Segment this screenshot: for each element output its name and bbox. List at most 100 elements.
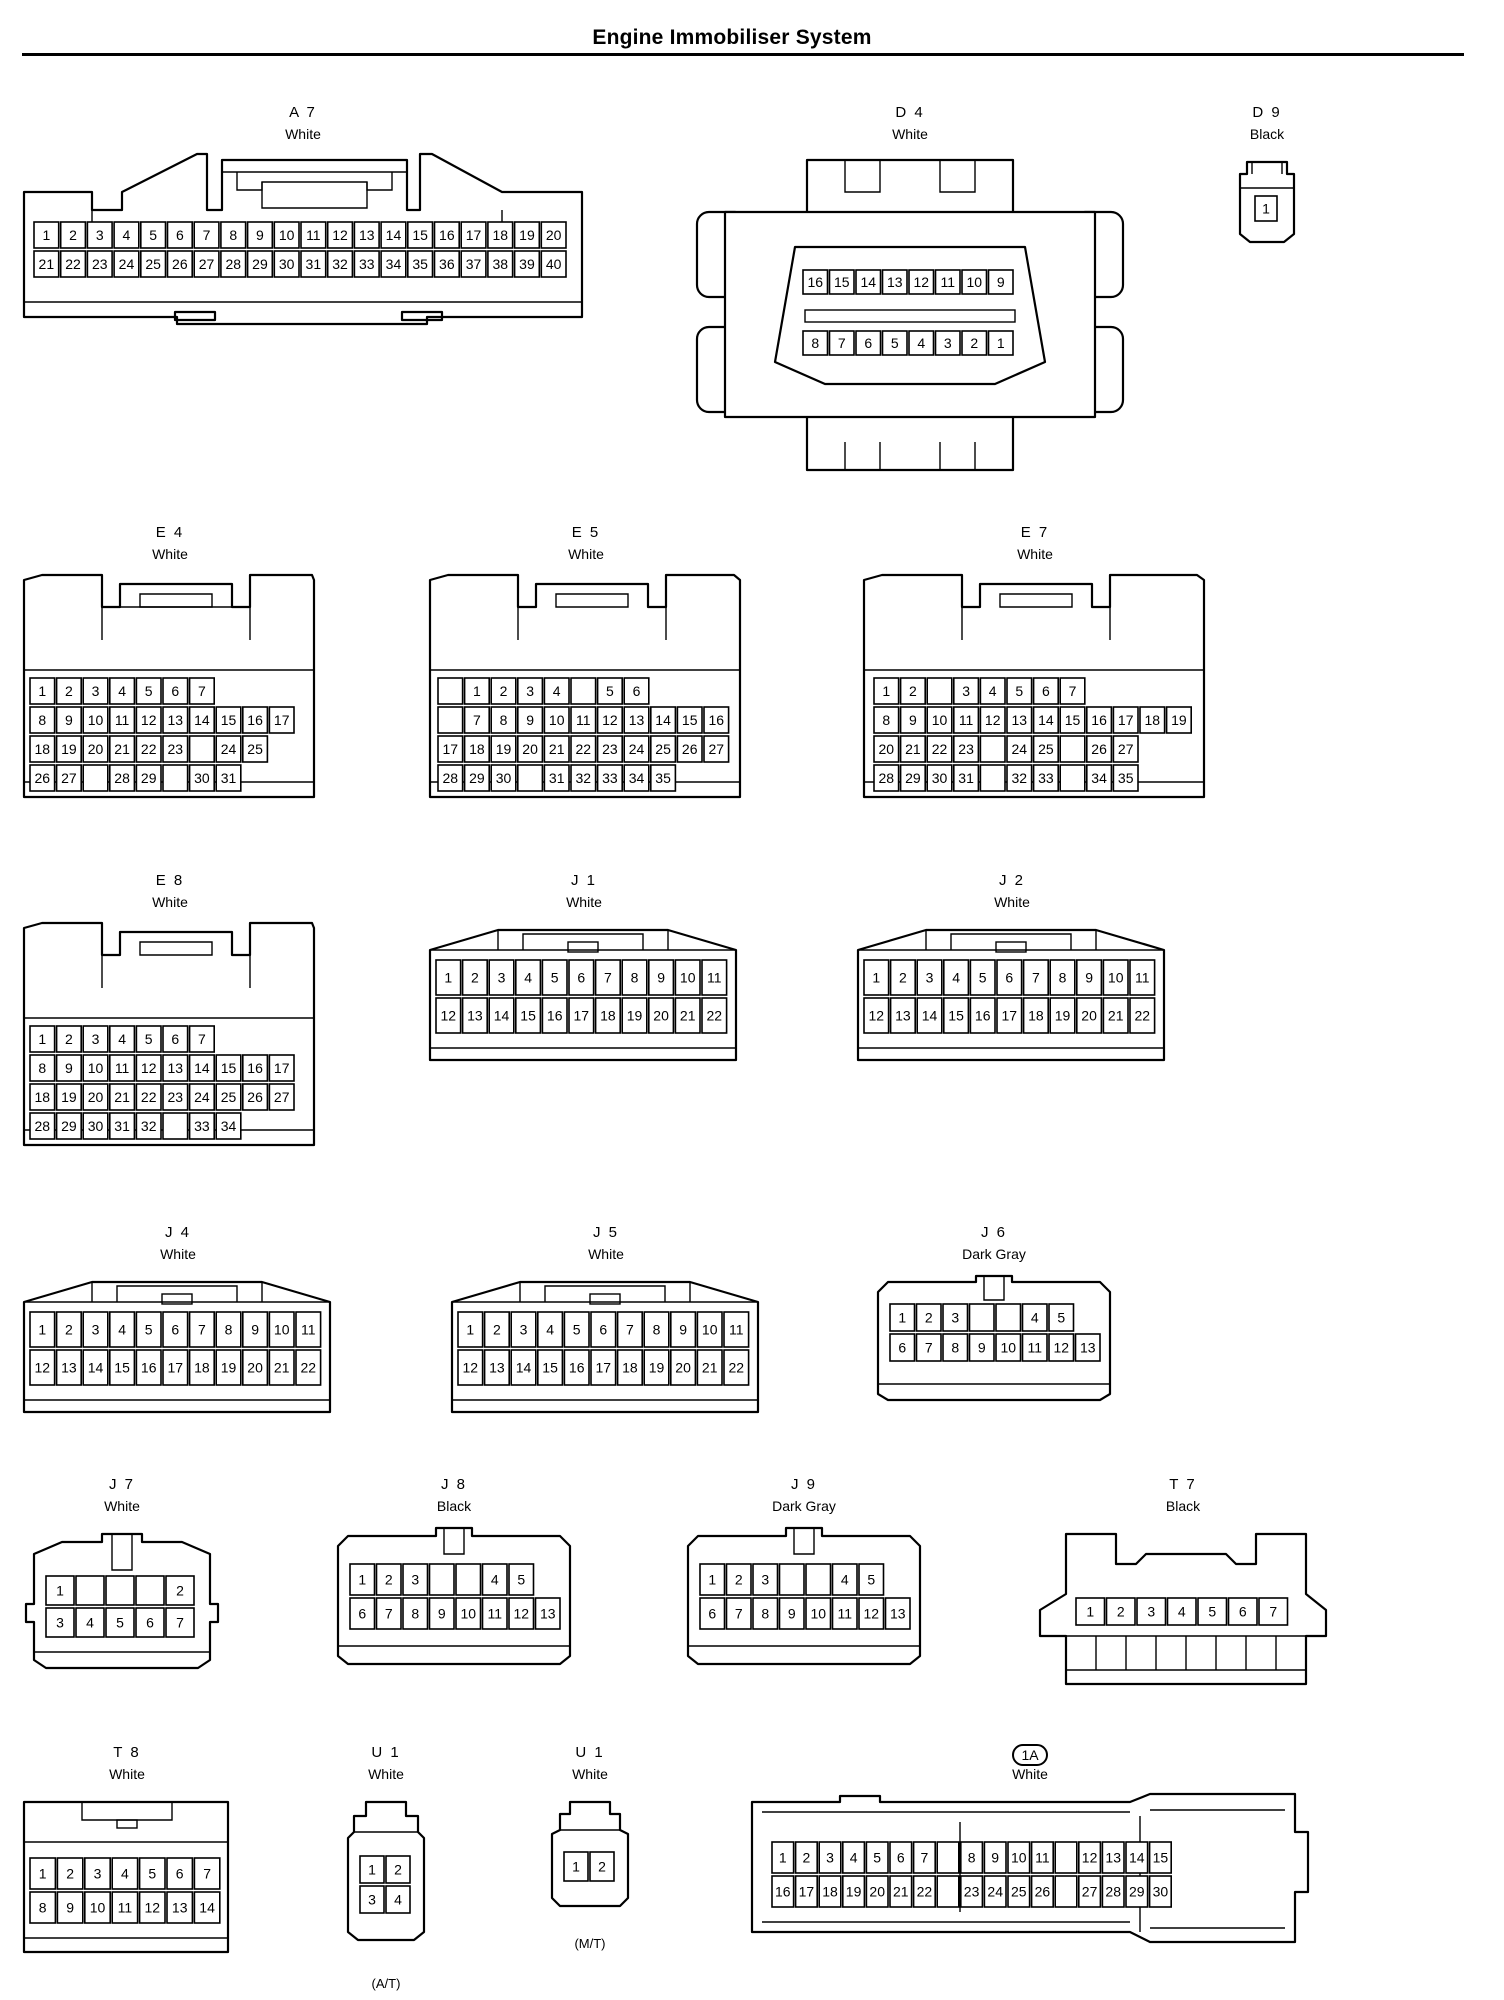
- pin-cavity: [463, 735, 490, 763]
- pin-cavity: [220, 221, 247, 249]
- pin-cavity: [29, 677, 56, 705]
- pin-cavity: [33, 250, 60, 278]
- connector-code: D 9: [1252, 104, 1282, 121]
- pin-number: 19: [1055, 1008, 1071, 1024]
- pin-cavity: [979, 677, 1006, 705]
- pin-number: 34: [1091, 770, 1107, 786]
- pin-number: 24: [1012, 741, 1028, 757]
- pin-cavity: [162, 706, 189, 734]
- pin-number: 30: [194, 770, 210, 786]
- pin-number: 3: [520, 1322, 528, 1338]
- pin-cavity: [86, 221, 113, 249]
- pin-number: 19: [627, 1008, 643, 1024]
- pin-number: 28: [35, 1118, 51, 1134]
- pin-cavity: [621, 997, 648, 1034]
- pin-cavity: [818, 1875, 842, 1908]
- pin-number: 6: [1042, 683, 1050, 699]
- empty-cavity: [437, 706, 464, 734]
- pin-cavity: [623, 735, 650, 763]
- pin-cavity: [1006, 764, 1033, 792]
- pin-cavity: [483, 1311, 510, 1348]
- pin-number: 12: [35, 1360, 51, 1376]
- connector-code: T 7: [1169, 1476, 1197, 1493]
- connector-color: Dark Gray: [962, 1246, 1026, 1262]
- pin-number: 16: [547, 1008, 563, 1024]
- pin-number: 7: [473, 712, 481, 728]
- pin-cavity: [455, 1597, 482, 1630]
- connector-note: (A/T): [371, 1976, 401, 1991]
- pin-cavity: [1077, 1875, 1102, 1908]
- pin-cavity: [135, 1311, 162, 1348]
- pin-number: 21: [274, 1360, 290, 1376]
- pin-number: 10: [810, 1606, 826, 1622]
- pin-number: 20: [869, 1884, 885, 1900]
- pin-number: 20: [88, 1089, 104, 1105]
- pin-number: 6: [633, 683, 641, 699]
- pin-number: 18: [492, 227, 508, 243]
- pin-number: 4: [1178, 1604, 1186, 1620]
- pin-cavity: [643, 1349, 670, 1386]
- pin-cavity: [699, 1563, 726, 1596]
- pin-number: 14: [860, 274, 876, 290]
- pin-cavity: [752, 1563, 779, 1596]
- pin-cavity: [380, 221, 407, 249]
- connector-code: E 5: [571, 524, 601, 541]
- pin-number: 21: [114, 741, 130, 757]
- pin-cavity: [828, 269, 855, 295]
- pin-cavity: [166, 250, 194, 278]
- pin-cavity: [1075, 1597, 1106, 1626]
- pin-number: 1: [38, 1322, 46, 1338]
- pin-number: 28: [1105, 1884, 1121, 1900]
- pin-cavity: [111, 1891, 139, 1924]
- pin-cavity: [109, 677, 136, 705]
- pin-number: 17: [799, 1884, 815, 1900]
- pin-cavity: [135, 1083, 162, 1111]
- pin-number: 40: [546, 256, 562, 272]
- pin-number: 8: [1059, 970, 1067, 986]
- pin-number: 7: [1032, 970, 1040, 986]
- pin-cavity: [1006, 706, 1033, 734]
- pin-number: 6: [171, 683, 179, 699]
- pin-cavity: [135, 706, 162, 734]
- pin-cavity: [1136, 1597, 1167, 1626]
- connector-color: White: [152, 546, 188, 562]
- pin-number: 1: [42, 227, 50, 243]
- pin-number: 4: [524, 970, 532, 986]
- pin-cavity: [353, 250, 380, 278]
- pin-number: 11: [1135, 970, 1150, 986]
- pin-number: 13: [489, 1360, 505, 1376]
- pin-cavity: [889, 959, 916, 996]
- pin-cavity: [899, 764, 926, 792]
- pin-cavity: [463, 764, 490, 792]
- pin-number: 10: [1108, 970, 1124, 986]
- pin-cavity: [842, 1875, 866, 1908]
- pin-cavity: [1059, 706, 1086, 734]
- pin-cavity: [589, 1851, 615, 1882]
- pin-number: 20: [653, 1008, 669, 1024]
- pin-cavity: [55, 1025, 82, 1053]
- pin-cavity: [1112, 706, 1139, 734]
- pin-number: 9: [65, 712, 73, 728]
- pin-cavity: [1166, 1597, 1197, 1626]
- pin-number: 5: [606, 683, 614, 699]
- pin-cavity: [1030, 1875, 1055, 1908]
- pin-cavity: [33, 221, 60, 249]
- pin-number: 13: [467, 1008, 483, 1024]
- pin-number: 1: [872, 970, 880, 986]
- pin-number: 18: [35, 1089, 51, 1105]
- pin-cavity: [193, 1857, 221, 1890]
- pin-number: 12: [602, 712, 618, 728]
- pin-number: 31: [221, 770, 237, 786]
- pin-cavity: [29, 1025, 56, 1053]
- pin-cavity: [899, 735, 926, 763]
- empty-cavity: [995, 1303, 1022, 1332]
- pin-number: 17: [574, 1008, 590, 1024]
- pin-number: 17: [443, 741, 459, 757]
- pin-cavity: [908, 330, 935, 356]
- pin-number: 31: [549, 770, 565, 786]
- connector-code: 1A: [750, 1744, 1310, 1766]
- pin-cavity: [537, 1349, 564, 1386]
- pin-cavity: [1112, 764, 1139, 792]
- pin-cavity: [771, 1841, 795, 1874]
